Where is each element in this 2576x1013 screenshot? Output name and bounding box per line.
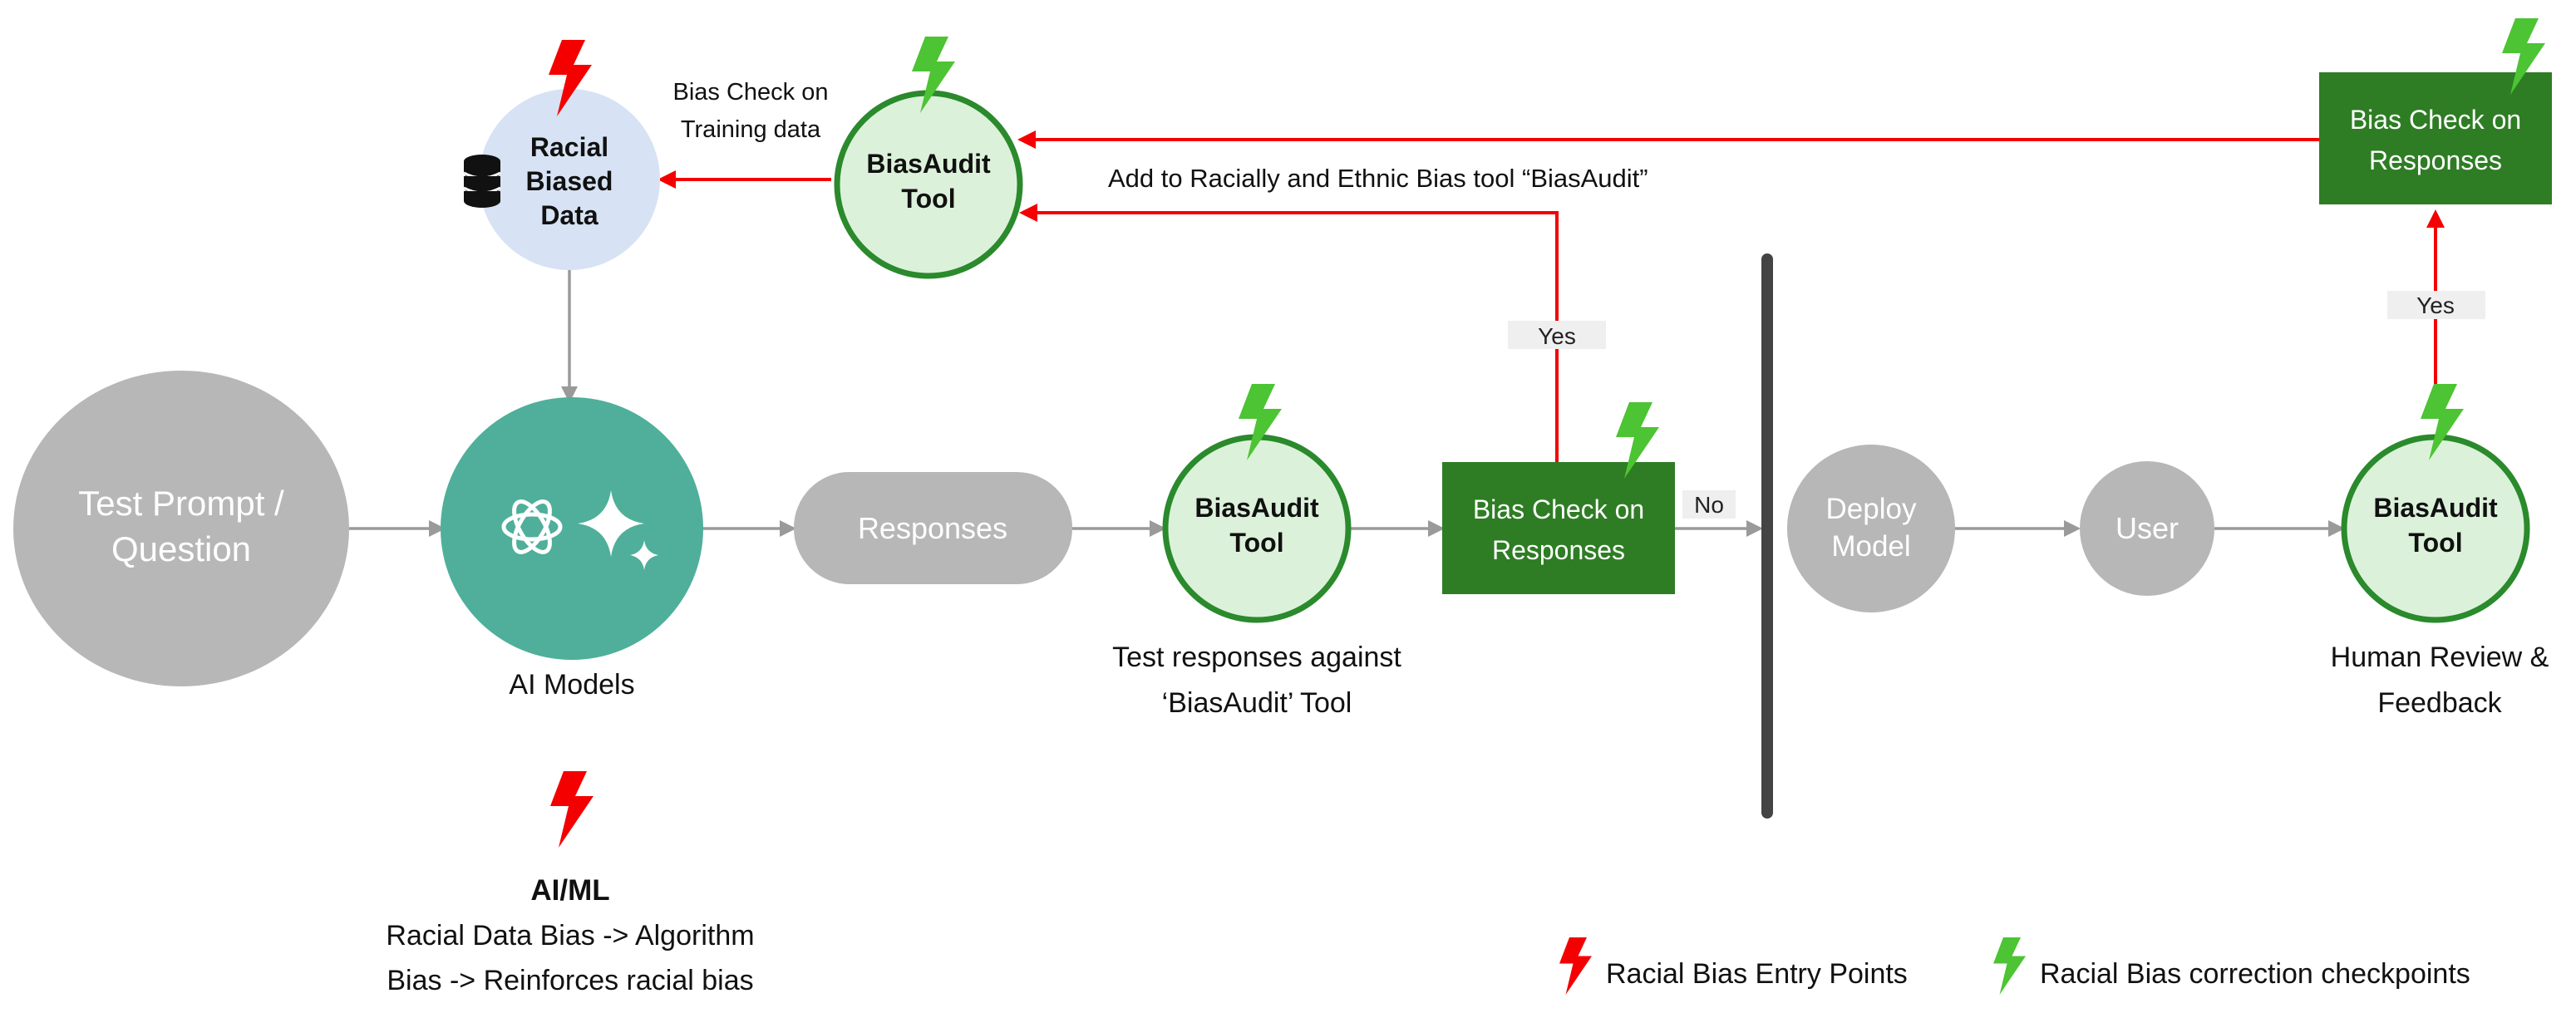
add-to-tool-label: Add to Racially and Ethnic Bias tool “Bi… <box>1108 164 1648 193</box>
aiml-title: AI/ML <box>530 874 609 907</box>
biasaudit-mid-line1: BiasAudit <box>1194 493 1319 523</box>
deploy-model-line2: Model <box>1831 530 1910 563</box>
user-label: User <box>2115 511 2179 545</box>
legend-entry-points-label: Racial Bias Entry Points <box>1606 958 1908 990</box>
aiml-line1: Racial Data Bias -> Algorithm <box>386 920 754 952</box>
biasaudit-mid-line2: Tool <box>1229 528 1283 558</box>
yes-label-right: Yes <box>2416 293 2455 318</box>
biasaudit-right-caption1: Human Review & <box>2331 642 2549 673</box>
biasaudit-tool-mid: BiasAudit Tool <box>1162 434 1352 623</box>
biasaudit-mid-caption2: ‘BiasAudit’ Tool <box>1162 687 1352 719</box>
test-prompt-line2: Question <box>111 529 251 568</box>
red-lightning-icon <box>1559 937 1592 995</box>
responses-label: Responses <box>858 511 1007 545</box>
deploy-model-node: Deploy Model <box>1787 445 1955 612</box>
biasaudit-right-caption2: Feedback <box>2377 687 2502 719</box>
red-lightning-icon <box>550 771 594 848</box>
biasaudit-right-line2: Tool <box>2408 528 2462 558</box>
ai-models-node <box>441 397 703 660</box>
yes-label-mid: Yes <box>1538 323 1576 349</box>
racial-biased-data-node: Racial Biased Data <box>479 89 660 270</box>
bias-check-responses-mid-box: Bias Check on Responses <box>1442 462 1675 594</box>
biasaudit-tool-right: BiasAudit Tool <box>2341 434 2530 623</box>
test-prompt-line1: Test Prompt / <box>78 484 284 523</box>
legend: Racial Bias Entry Points Racial Bias cor… <box>1559 937 2470 995</box>
bias-check-responses-top-box: Bias Check on Responses <box>2319 72 2552 204</box>
racial-data-line3: Data <box>540 200 598 230</box>
deploy-model-line1: Deploy <box>1826 493 1917 525</box>
no-label-bg <box>1682 490 1736 519</box>
green-lightning-icon <box>1993 937 2026 995</box>
yes-label-bg-mid <box>1508 321 1606 349</box>
aiml-line2: Bias -> Reinforces racial bias <box>387 965 753 996</box>
user-node: User <box>2080 461 2214 596</box>
bias-check-mid-line2: Responses <box>1492 535 1625 565</box>
responses-node: Responses <box>794 472 1072 584</box>
database-icon <box>463 155 501 208</box>
biasaudit-tool-top: BiasAudit Tool <box>834 90 1023 279</box>
no-label-mid: No <box>1694 492 1724 518</box>
sparkle-icon <box>578 490 658 570</box>
biasaudit-right-line1: BiasAudit <box>2373 493 2498 523</box>
racial-data-line1: Racial <box>530 132 608 162</box>
test-prompt-node: Test Prompt / Question <box>13 371 349 686</box>
biasaudit-top-line2: Tool <box>901 184 955 214</box>
bias-check-mid-line1: Bias Check on <box>1473 494 1644 524</box>
bias-check-top-line1: Bias Check on <box>2350 105 2521 135</box>
racial-data-line2: Biased <box>526 166 613 196</box>
legend-checkpoints-label: Racial Bias correction checkpoints <box>2040 958 2470 990</box>
openai-logo-icon <box>501 499 563 554</box>
biasaudit-top-line1: BiasAudit <box>866 149 991 179</box>
ai-models-label: AI Models <box>509 669 634 701</box>
bias-check-training-line2: Training data <box>681 116 821 143</box>
bias-check-training-line1: Bias Check on <box>673 79 829 106</box>
biasaudit-mid-caption1: Test responses against <box>1112 642 1401 673</box>
bias-check-top-line2: Responses <box>2369 145 2502 175</box>
yes-label-bg-right <box>2387 291 2485 319</box>
edge-bias-check-mid-to-biasaudit-top <box>1019 204 1559 462</box>
